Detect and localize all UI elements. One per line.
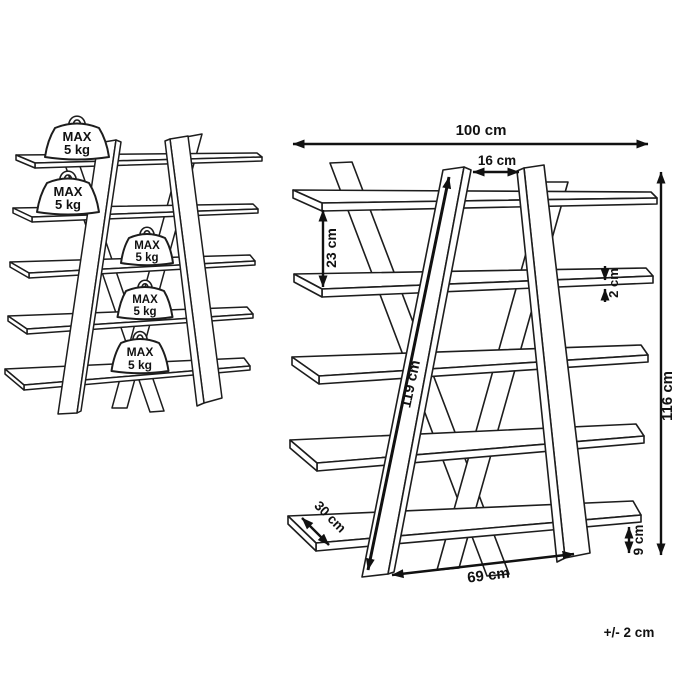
dim-bottom-clearance: 9 cm (624, 525, 646, 556)
dimension-label: 2 cm (606, 268, 621, 298)
weight-max-label: MAX (134, 240, 160, 252)
weight-value-label: 5 kg (55, 197, 81, 212)
dimensioned-drawing: 100 cm 16 cm 23 cm 2 cm 116 cm 119 cm (287, 122, 676, 587)
dimension-label: 116 cm (659, 371, 676, 421)
dimension-label: 16 cm (478, 153, 516, 168)
dim-total-height: 116 cm (656, 171, 676, 556)
weight-max-label: MAX (54, 184, 83, 199)
weight-value-label: 5 kg (64, 142, 90, 157)
dimension-arrow (391, 550, 575, 579)
front-right-leg (164, 135, 223, 407)
weight-icon: MAX 5 kg (120, 226, 174, 267)
weight-icon: MAX 5 kg (44, 115, 110, 161)
weight-value-label: 5 kg (133, 306, 156, 318)
max-load-illustration: MAX 5 kg MAX 5 kg MAX 5 kg MAX 5 kg MAX … (4, 115, 263, 415)
dim-top-width: 100 cm (292, 122, 649, 149)
shelf-board (293, 267, 654, 298)
dim-bottom-width: 69 cm (391, 550, 575, 587)
weight-value-label: 5 kg (128, 358, 152, 372)
dimension-label: 100 cm (456, 122, 507, 139)
weight-max-label: MAX (127, 345, 154, 359)
weight-max-label: MAX (63, 129, 92, 144)
weight-icon: MAX 5 kg (36, 170, 100, 216)
dimension-arrow (301, 517, 330, 546)
dimension-label: 69 cm (466, 565, 510, 587)
dimension-label: 23 cm (323, 228, 339, 268)
dimension-arrow (365, 176, 452, 571)
tolerance-note: +/- 2 cm (604, 625, 655, 640)
dim-shelf-thickness: 2 cm (600, 266, 621, 302)
front-left-leg (57, 139, 122, 415)
weight-icon: MAX 5 kg (116, 279, 174, 321)
shelf-board (292, 189, 658, 212)
dim-shelf-gap: 23 cm (318, 209, 339, 288)
weight-value-label: 5 kg (135, 252, 158, 264)
dim-top-leg-gap: 16 cm (472, 153, 520, 177)
shelf-board (291, 344, 649, 385)
weight-icon: MAX 5 kg (110, 330, 170, 375)
dimension-label: 9 cm (631, 525, 646, 556)
weight-max-label: MAX (132, 294, 158, 306)
